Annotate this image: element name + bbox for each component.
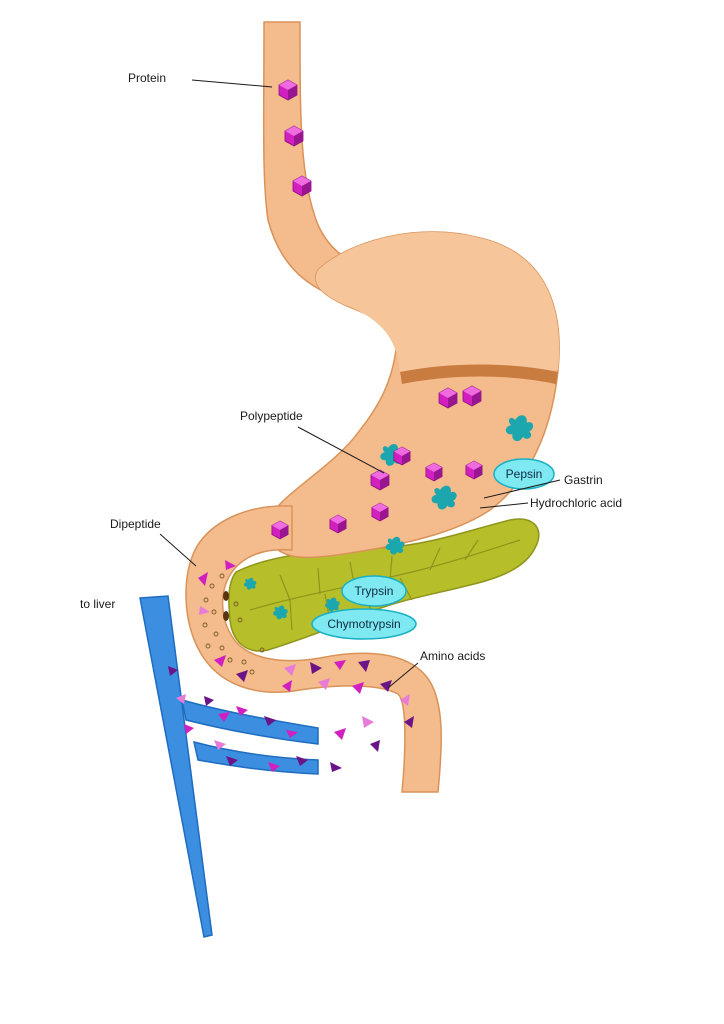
amino-acids-label: Amino acids <box>420 649 485 663</box>
pepsin-label: Pepsin <box>506 467 543 481</box>
pepsin-badge: Pepsin <box>493 458 555 490</box>
villi <box>202 573 265 675</box>
polypeptide-label: Polypeptide <box>240 409 303 423</box>
protein-label: Protein <box>128 71 166 85</box>
villi-nuclei <box>223 591 229 621</box>
leader-lines <box>159 79 561 689</box>
duodenum <box>185 505 443 793</box>
chymotrypsin-label: Chymotrypsin <box>327 617 400 631</box>
hepatic-vein <box>139 595 319 938</box>
hydrochloric-acid-label: Hydrochloric acid <box>530 496 622 510</box>
trypsin-badge: Trypsin <box>341 575 407 607</box>
to-liver-label: to liver <box>80 597 115 611</box>
trypsin-label: Trypsin <box>355 584 394 598</box>
dipeptide-label: Dipeptide <box>110 517 161 531</box>
stomach <box>267 231 560 559</box>
gastrin-label: Gastrin <box>564 473 603 487</box>
chymotrypsin-badge: Chymotrypsin <box>311 608 417 640</box>
amino-acid-triangle-icon <box>168 560 414 772</box>
